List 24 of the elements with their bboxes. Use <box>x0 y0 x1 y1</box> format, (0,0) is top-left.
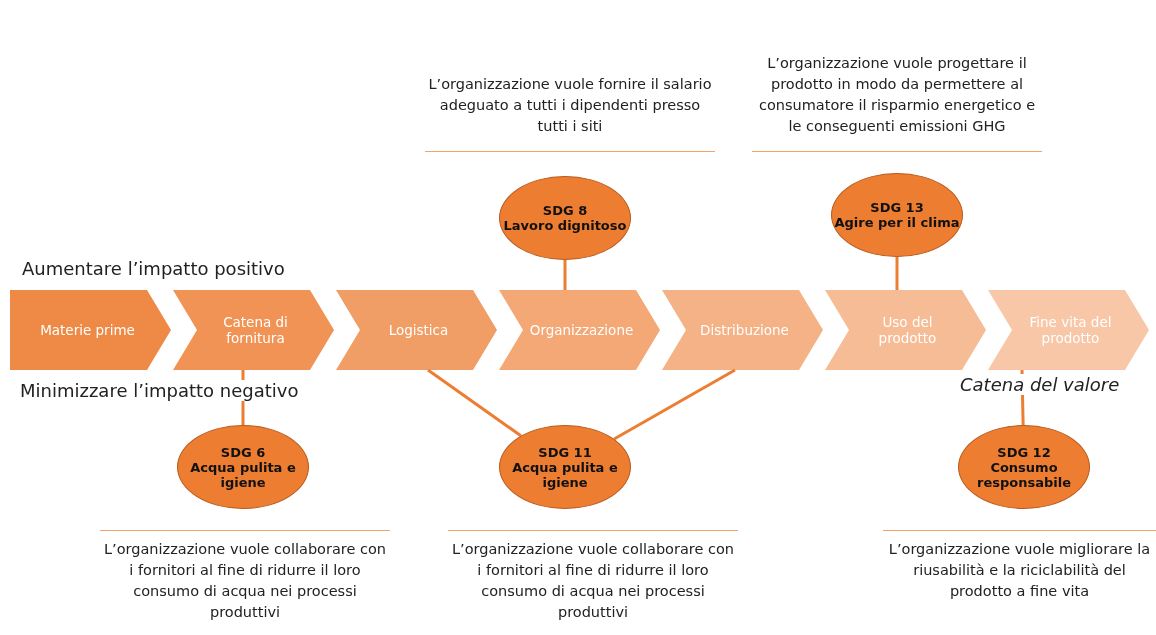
sdg-ellipse: SDG 8 Lavoro dignitoso <box>499 176 631 260</box>
connector-line <box>563 260 567 290</box>
description-text: L’organizzazione vuole migliorare la riusabilità e la riciclabilità del prodotto a fine vita <box>883 530 1156 602</box>
sdg-ellipse: SDG 11 Acqua pulita e igiene <box>499 425 631 509</box>
value-chain-step: Distribuzione <box>662 290 823 370</box>
connector-line <box>427 368 522 437</box>
sdg-ellipse: SDG 6 Acqua pulita e igiene <box>177 425 309 509</box>
sdg-ellipse: SDG 13 Agire per il clima <box>831 173 963 257</box>
section-heading: Minimizzare l’impatto negativo <box>18 380 301 401</box>
description-text: L’organizzazione vuole progettare il prodotto in modo da permettere al consumatore il risparmio energetico e le conseguenti emissioni GHG <box>752 8 1042 152</box>
value-chain-step: Organizzazione <box>499 290 660 370</box>
sdg-ellipse: SDG 12 Consumo responsabile <box>958 425 1090 509</box>
value-chain-step: Fine vita del prodotto <box>988 290 1149 370</box>
connector-line <box>895 257 899 290</box>
caption-text: Catena del valore <box>958 374 1122 395</box>
value-chain-step: Catena di fornitura <box>173 290 334 370</box>
value-chain-step: Materie prime <box>10 290 171 370</box>
value-chain-step: Logistica <box>336 290 497 370</box>
description-text: L’organizzazione vuole fornire il salario adeguato a tutti i dipendenti presso tutti i siti <box>425 60 715 152</box>
connector-line <box>613 368 736 441</box>
value-chain-step: Uso del prodotto <box>825 290 986 370</box>
description-text: L’organizzazione vuole collaborare con i fornitori al fine di ridurre il loro consumo di acqua nei processi produttivi <box>100 530 390 623</box>
description-text: L’organizzazione vuole collaborare con i fornitori al fine di ridurre il loro consumo di acqua nei processi produttivi <box>448 530 738 623</box>
section-heading: Aumentare l’impatto positivo <box>20 258 287 279</box>
